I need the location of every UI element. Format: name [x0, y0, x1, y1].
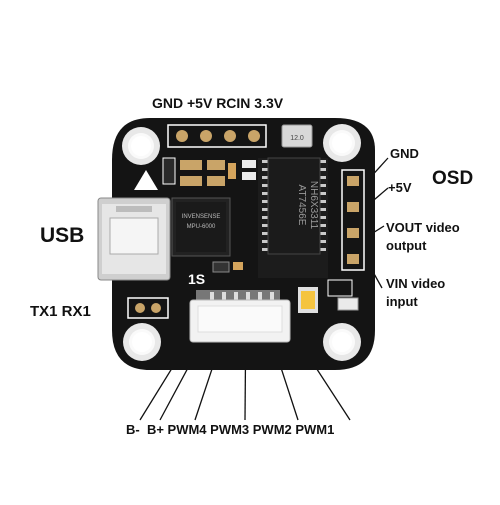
svg-text:AT7456E: AT7456E: [296, 185, 307, 226]
bottom-jst-connector: [189, 290, 291, 343]
mounting-hole: [122, 127, 160, 165]
vout-label-line2: output: [386, 238, 427, 253]
silk-1s: 1S: [188, 271, 205, 287]
svg-text:INVENSENSE: INVENSENSE: [182, 214, 221, 220]
svg-text:12.0: 12.0: [290, 135, 304, 142]
svg-text:MPU-6000: MPU-6000: [187, 224, 216, 230]
bottom-pins-label: B- B+ PWM4 PWM3 PWM2 PWM1: [126, 422, 335, 437]
smd-components: [162, 157, 256, 186]
tx-rx-pads: [127, 297, 169, 319]
smd-chip: [212, 261, 230, 273]
mounting-hole: [123, 323, 161, 361]
osd-label: OSD: [432, 168, 474, 189]
usb-connector: [97, 197, 171, 281]
smd-component: [337, 297, 359, 311]
gnd-label: GND: [390, 146, 419, 161]
pcb-board: 12.0 INVENSENSE MPU-6000: [97, 118, 375, 370]
orientation-arrow: [134, 170, 158, 190]
silk-outline: [327, 279, 353, 297]
plus5v-label: +5V: [388, 180, 412, 195]
top-header-pads: [167, 124, 267, 148]
mounting-hole: [323, 124, 361, 162]
vin-label: VIN video: [386, 276, 446, 291]
capacitor: [298, 287, 318, 313]
osd-header-pads: [341, 169, 365, 271]
crystal-oscillator: 12.0: [281, 124, 313, 148]
vin-label-line2: input: [386, 294, 418, 309]
svg-text:NH6X3311: NH6X3311: [308, 181, 319, 230]
usb-label: USB: [40, 224, 85, 247]
tx-rx-label: TX1 RX1: [30, 303, 91, 320]
smd-resistor: [233, 262, 243, 270]
imu-chip: INVENSENSE MPU-6000: [171, 197, 231, 257]
osd-chip: AT7456E NH6X3311: [258, 157, 328, 278]
mounting-hole: [323, 323, 361, 361]
vout-label: VOUT video: [386, 220, 460, 235]
top-header-label: GND +5V RCIN 3.3V: [152, 95, 284, 111]
